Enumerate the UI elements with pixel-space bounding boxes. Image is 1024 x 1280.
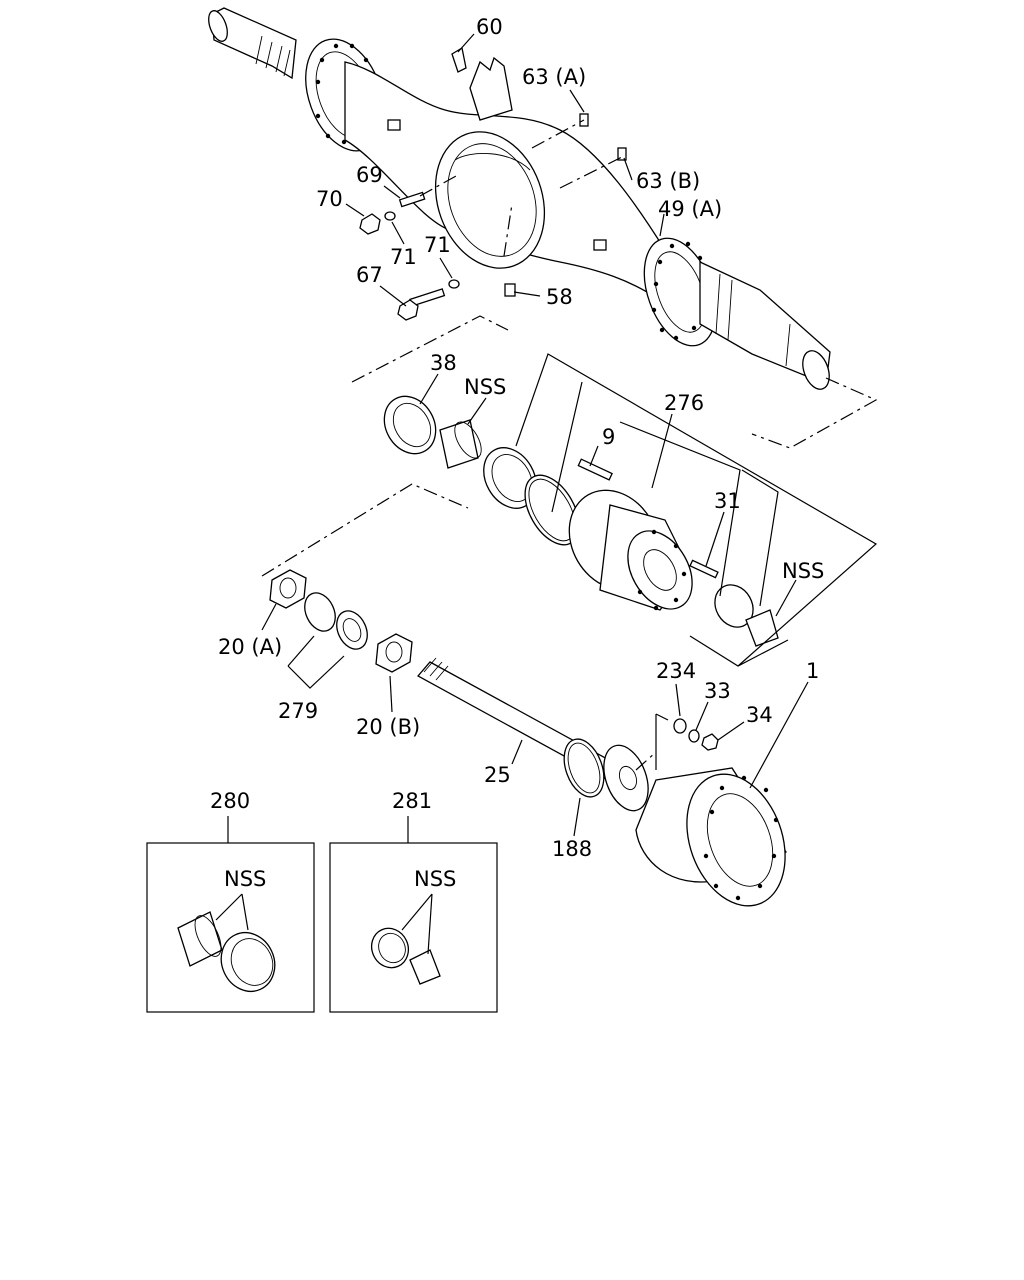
- kit-box-280: [146, 842, 315, 1013]
- label-60: 60: [476, 15, 503, 39]
- label-69: 69: [356, 163, 383, 187]
- label-20b: 20 (B): [356, 715, 420, 739]
- label-63a: 63 (A): [522, 65, 586, 89]
- label-38: 38: [430, 351, 457, 375]
- label-49a: 49 (A): [658, 197, 722, 221]
- label-nss-4: NSS: [414, 867, 456, 891]
- label-67: 67: [356, 263, 383, 287]
- label-276: 276: [664, 391, 704, 415]
- label-31: 31: [714, 489, 741, 513]
- part-labels: 60 63 (A) 63 (B) 69 70 71 71 49 (A) 67 5…: [210, 15, 824, 891]
- housing-fasteners: [359, 191, 516, 321]
- hub-assembly: [383, 395, 779, 647]
- nuts-and-shaft: [269, 569, 787, 907]
- label-234: 234: [656, 659, 696, 683]
- label-188: 188: [552, 837, 592, 861]
- label-71b: 71: [424, 233, 451, 257]
- kit-box-281: [329, 842, 498, 1013]
- label-279: 279: [278, 699, 318, 723]
- label-9: 9: [602, 425, 615, 449]
- label-20a: 20 (A): [218, 635, 282, 659]
- label-34: 34: [746, 703, 773, 727]
- label-25: 25: [484, 763, 511, 787]
- leader-lines: [215, 33, 878, 955]
- label-71a: 71: [390, 245, 417, 269]
- label-280: 280: [210, 789, 250, 813]
- label-nss-1: NSS: [464, 375, 506, 399]
- label-58: 58: [546, 285, 573, 309]
- label-70: 70: [316, 187, 343, 211]
- axle-housing: [208, 7, 831, 390]
- label-33: 33: [704, 679, 731, 703]
- label-nss-3: NSS: [224, 867, 266, 891]
- label-nss-2: NSS: [782, 559, 824, 583]
- label-63b: 63 (B): [636, 169, 700, 193]
- label-281: 281: [392, 789, 432, 813]
- label-1: 1: [806, 659, 819, 683]
